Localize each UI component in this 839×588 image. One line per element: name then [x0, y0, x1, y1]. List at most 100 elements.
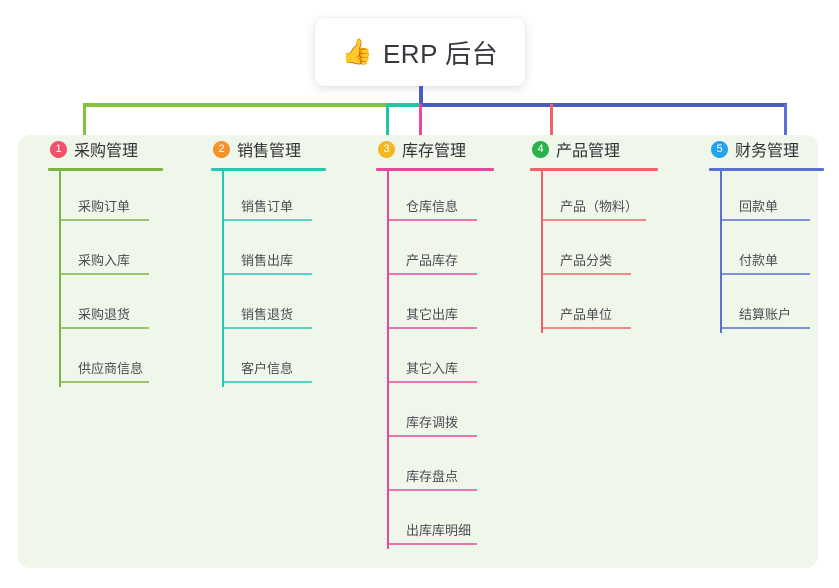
- branch-number-badge: 1: [50, 140, 67, 158]
- branch-item[interactable]: 销售订单: [211, 171, 326, 225]
- branch-item-label: 销售退货: [241, 307, 294, 322]
- branch-item-label: 出库库明细: [406, 523, 472, 538]
- branch-item-label: 仓库信息: [406, 199, 459, 214]
- branch-item-underline: [387, 543, 477, 545]
- branch-item-underline: [222, 327, 312, 329]
- branch-item-label: 客户信息: [241, 361, 294, 376]
- branch-number-badge: 3: [378, 140, 395, 158]
- branch-column-3: 3 库存管理仓库信息产品库存其它出库其它入库库存调拨库存盘点出库库明细: [376, 135, 494, 549]
- branch-number-badge: 5: [711, 140, 728, 158]
- branch-item-list: 仓库信息产品库存其它出库其它入库库存调拨库存盘点出库库明细: [376, 171, 494, 549]
- branch-item-list: 回款单付款单结算账户: [709, 171, 824, 333]
- drop-connector-2: [386, 104, 389, 141]
- branch-item[interactable]: 产品分类: [530, 225, 658, 279]
- drop-connector-1: [83, 104, 86, 141]
- branch-item-underline: [59, 273, 149, 275]
- branch-underline: [530, 168, 658, 171]
- root-node-label: ERP 后台: [382, 38, 499, 69]
- branch-spine: [59, 171, 61, 387]
- branch-item-underline: [720, 219, 810, 221]
- branch-item-label: 回款单: [739, 199, 779, 214]
- branch-item[interactable]: 销售出库: [211, 225, 326, 279]
- branch-item[interactable]: 其它入库: [376, 333, 494, 387]
- branch-item-underline: [387, 273, 477, 275]
- branch-number-badge: 4: [532, 140, 549, 158]
- branch-item-underline: [387, 381, 477, 383]
- drop-connector-4: [550, 104, 553, 141]
- branch-underline: [211, 168, 326, 171]
- branch-spine: [387, 171, 389, 549]
- branch-item[interactable]: 采购订单: [48, 171, 163, 225]
- branch-item-label: 销售订单: [241, 199, 294, 214]
- branch-item-underline: [59, 327, 149, 329]
- branch-item[interactable]: 库存调拨: [376, 387, 494, 441]
- branch-item[interactable]: 采购入库: [48, 225, 163, 279]
- branch-underline: [48, 168, 163, 171]
- branch-item-underline: [541, 327, 631, 329]
- branch-spine: [222, 171, 224, 387]
- branch-item-underline: [387, 489, 477, 491]
- branch-header-4[interactable]: 4 产品管理: [530, 135, 658, 163]
- drop-connector-5: [784, 104, 787, 141]
- branch-item[interactable]: 产品库存: [376, 225, 494, 279]
- branch-item-list: 销售订单销售出库销售退货客户信息: [211, 171, 326, 387]
- branch-item-label: 其它入库: [406, 361, 459, 376]
- branch-item-list: 产品（物料） 产品分类产品单位: [530, 171, 658, 333]
- branch-item[interactable]: 回款单: [709, 171, 824, 225]
- branch-item-underline: [387, 219, 477, 221]
- branch-item-label: 付款单: [739, 253, 779, 268]
- branch-item-underline: [222, 219, 312, 221]
- branch-spine: [720, 171, 722, 333]
- branch-title: 库存管理: [402, 143, 467, 160]
- branch-item-label: 销售出库: [241, 253, 294, 268]
- drop-connector-3: [419, 104, 422, 141]
- branch-item[interactable]: 客户信息: [211, 333, 326, 387]
- branch-header-2[interactable]: 2 销售管理: [211, 135, 326, 163]
- branch-item-label: 采购退货: [78, 307, 131, 322]
- branch-item-underline: [720, 273, 810, 275]
- branch-item[interactable]: 产品单位: [530, 279, 658, 333]
- branch-item-label: 产品库存: [406, 253, 459, 268]
- branch-item[interactable]: 供应商信息: [48, 333, 163, 387]
- branch-item-label: 采购订单: [78, 199, 131, 214]
- branch-item-label: 库存盘点: [406, 469, 459, 484]
- branch-connector-teal: [386, 103, 422, 107]
- branch-item[interactable]: 库存盘点: [376, 441, 494, 495]
- branch-header-3[interactable]: 3 库存管理: [376, 135, 494, 163]
- branch-column-5: 5 财务管理回款单付款单结算账户: [709, 135, 824, 333]
- branch-item-underline: [720, 327, 810, 329]
- branch-spine: [541, 171, 543, 333]
- branch-title: 财务管理: [735, 143, 800, 160]
- branch-item[interactable]: 产品（物料）: [530, 171, 658, 225]
- branch-header-5[interactable]: 5 财务管理: [709, 135, 824, 163]
- branch-underline: [709, 168, 824, 171]
- branch-item[interactable]: 出库库明细: [376, 495, 494, 549]
- branch-item-label: 产品（物料）: [560, 199, 639, 214]
- branch-title: 销售管理: [237, 143, 302, 160]
- branch-title: 产品管理: [556, 143, 621, 160]
- branch-item-label: 供应商信息: [78, 361, 144, 376]
- branch-number-badge: 2: [213, 140, 230, 158]
- branch-item-label: 采购入库: [78, 253, 131, 268]
- branch-item[interactable]: 销售退货: [211, 279, 326, 333]
- branch-item[interactable]: 仓库信息: [376, 171, 494, 225]
- branch-connector-green: [83, 103, 388, 107]
- branch-item[interactable]: 采购退货: [48, 279, 163, 333]
- branch-item-underline: [541, 219, 646, 221]
- branch-item-underline: [59, 381, 149, 383]
- root-node[interactable]: 👍 ERP 后台: [315, 18, 525, 86]
- branch-connector-blue: [420, 103, 787, 107]
- branch-item-list: 采购订单采购入库采购退货供应商信息: [48, 171, 163, 387]
- branch-item-underline: [387, 327, 477, 329]
- branch-item-label: 结算账户: [739, 307, 792, 322]
- branch-item-label: 产品分类: [560, 253, 613, 268]
- branch-item[interactable]: 付款单: [709, 225, 824, 279]
- branch-item-underline: [387, 435, 477, 437]
- branch-item[interactable]: 其它出库: [376, 279, 494, 333]
- thumbs-up-icon: 👍: [341, 37, 373, 66]
- branch-item[interactable]: 结算账户: [709, 279, 824, 333]
